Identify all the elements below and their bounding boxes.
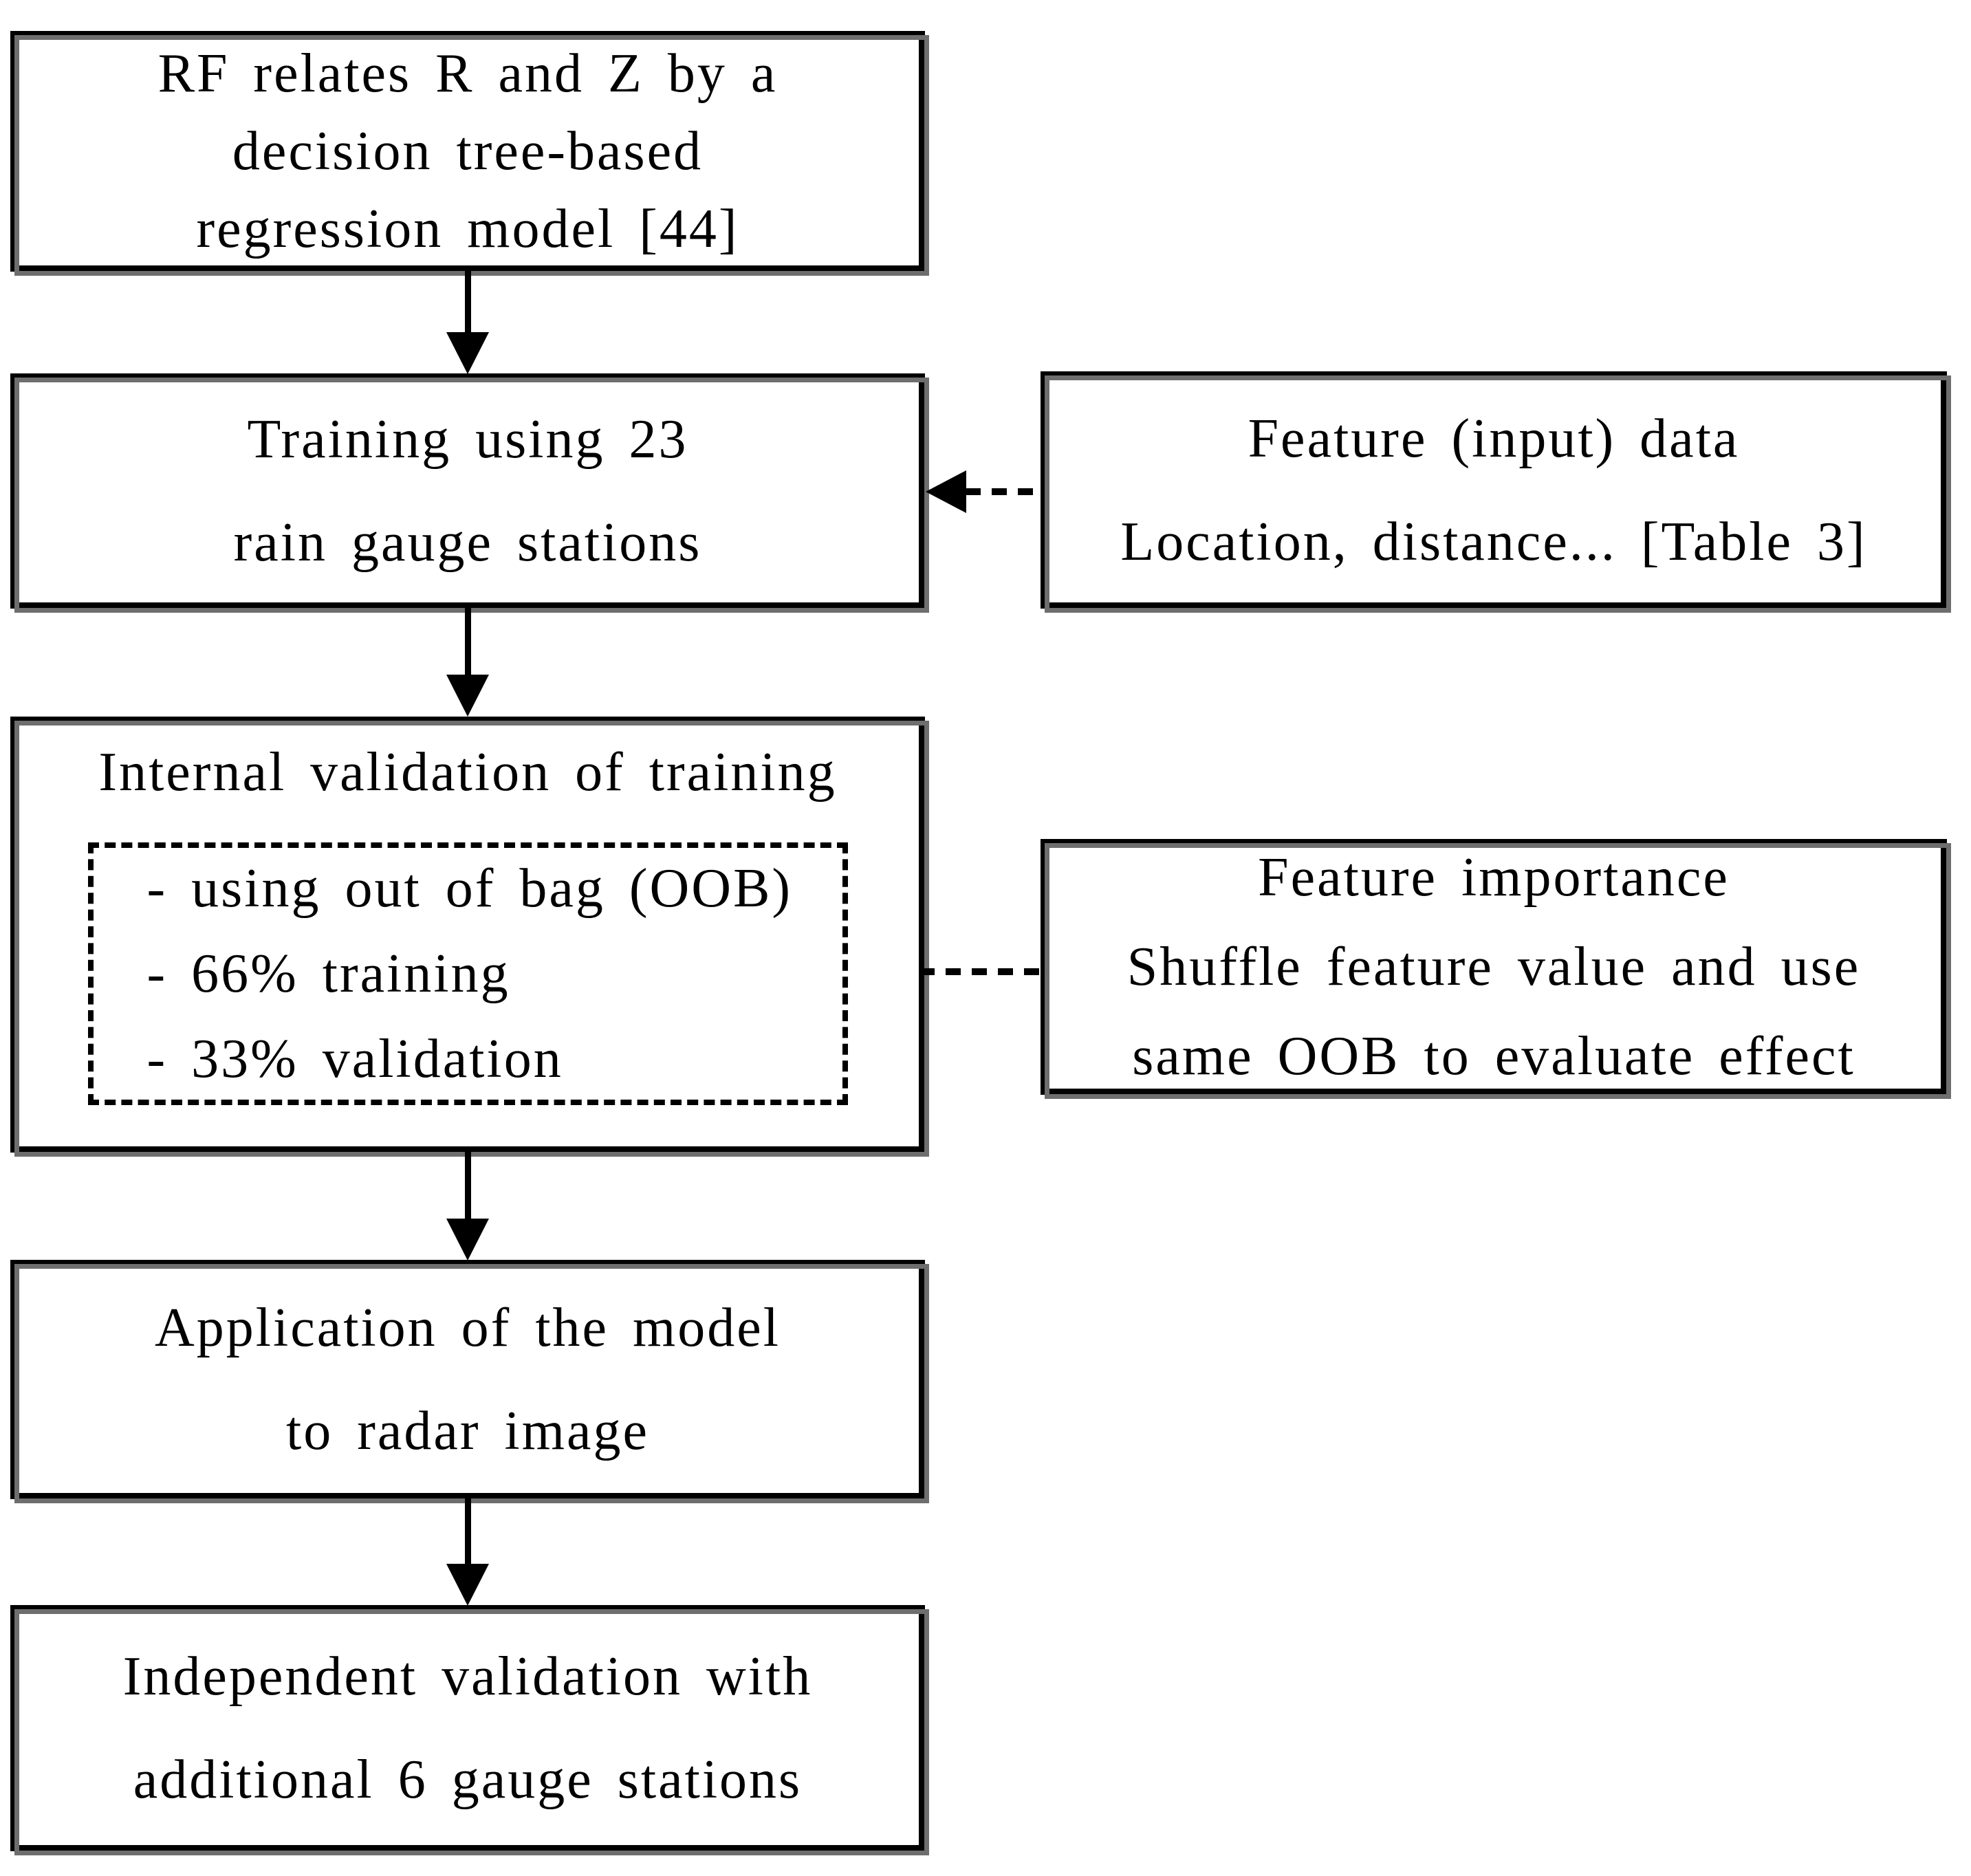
arrow-left-head bbox=[926, 470, 966, 513]
box-application: Application of the model to radar image bbox=[10, 1260, 929, 1503]
application-line: Application of the model bbox=[154, 1298, 781, 1358]
feature-importance-line: Feature importance bbox=[1258, 847, 1730, 908]
rf-model-line: RF relates R and Z by a bbox=[157, 43, 778, 104]
box-application-text: Application of the model to radar image bbox=[17, 1276, 919, 1483]
box-rf-model-text: RF relates R and Z by a decision tree-ba… bbox=[17, 35, 919, 268]
box-feature-data: Feature (input) data Location, distance.… bbox=[1041, 371, 1951, 613]
dashed-link-validation-feature-importance bbox=[919, 968, 1043, 975]
box-feature-importance-text: Feature importance Shuffle feature value… bbox=[1047, 833, 1941, 1101]
arrow-shaft bbox=[465, 1151, 471, 1220]
feature-importance-line: Shuffle feature value and use bbox=[1126, 937, 1861, 997]
box-independent-validation-text: Independent validation with additional 6… bbox=[17, 1625, 919, 1831]
arrow-shaft bbox=[465, 607, 471, 676]
independent-validation-line: additional 6 gauge stations bbox=[133, 1749, 803, 1810]
box-feature-data-text: Feature (input) data Location, distance.… bbox=[1047, 387, 1941, 593]
oob-bullet: - using out of bag (OOB) bbox=[146, 858, 793, 919]
arrow-down-head bbox=[446, 675, 489, 717]
oob-bullet: - 66% training bbox=[146, 944, 510, 1004]
arrow-shaft bbox=[465, 270, 471, 336]
feature-data-line: Location, distance... [Table 3] bbox=[1120, 511, 1867, 572]
oob-bullet: - 33% validation bbox=[146, 1029, 563, 1089]
training-line: rain gauge stations bbox=[233, 512, 702, 573]
feature-importance-line: same OOB to evaluate effect bbox=[1132, 1026, 1855, 1087]
box-rf-model: RF relates R and Z by a decision tree-ba… bbox=[10, 31, 929, 276]
feature-data-line: Feature (input) data bbox=[1248, 408, 1740, 469]
rf-model-line: decision tree-based bbox=[232, 120, 704, 182]
box-training: Training using 23 rain gauge stations bbox=[10, 373, 929, 613]
training-line: Training using 23 bbox=[247, 409, 688, 470]
box-independent-validation: Independent validation with additional 6… bbox=[10, 1605, 929, 1855]
box-internal-validation-content: Internal validation of training - using … bbox=[17, 723, 919, 1146]
rf-model-line: regression model [44] bbox=[196, 198, 739, 259]
arrow-shaft bbox=[465, 1498, 471, 1565]
dashed-line bbox=[966, 488, 1043, 495]
arrow-down-head bbox=[446, 332, 489, 374]
application-line: to radar image bbox=[286, 1401, 649, 1461]
arrow-down-head bbox=[446, 1219, 489, 1261]
oob-dashed-panel: - using out of bag (OOB) - 66% training … bbox=[87, 842, 848, 1105]
box-feature-importance: Feature importance Shuffle feature value… bbox=[1041, 839, 1951, 1099]
arrow-down-head bbox=[446, 1564, 489, 1606]
independent-validation-line: Independent validation with bbox=[122, 1646, 813, 1707]
box-internal-validation: Internal validation of training - using … bbox=[10, 717, 929, 1157]
box-training-text: Training using 23 rain gauge stations bbox=[17, 388, 919, 594]
internal-validation-title: Internal validation of training bbox=[98, 742, 837, 803]
